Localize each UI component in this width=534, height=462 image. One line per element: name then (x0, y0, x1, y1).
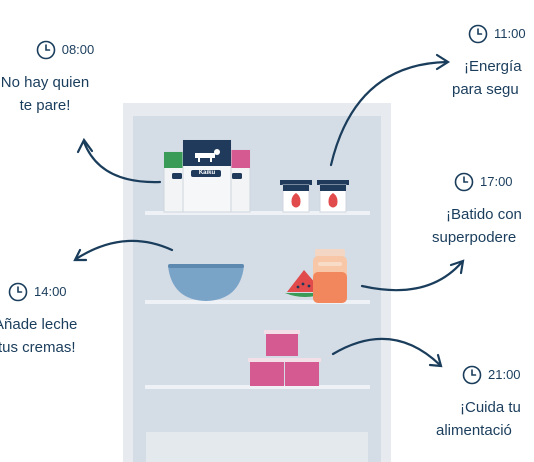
shelf-bottom (145, 385, 370, 389)
arrow-1400 (74, 239, 174, 261)
crisper-drawer (146, 432, 368, 462)
smoothie-jar (313, 249, 347, 303)
arrowhead-2100 (428, 353, 443, 368)
arrow-1100 (329, 60, 449, 167)
time-label: 08:00 (61, 42, 95, 57)
time-label: 14:00 (34, 284, 67, 299)
time-row: 08:00 (10, 38, 120, 61)
arrow-2100 (331, 337, 442, 367)
time-row: 14:00 (8, 280, 110, 303)
milk-brand-label: Kaiku (198, 170, 216, 176)
arrowhead-1100 (435, 53, 451, 71)
message-line: ¡Cuida tu (460, 399, 521, 416)
shelf-middle (145, 300, 370, 304)
arrow-0800 (82, 140, 162, 184)
arrowhead-1700 (449, 259, 465, 275)
message: Añade leche tus cremas! (0, 313, 110, 359)
message-line: ¡Batido con (446, 206, 522, 223)
callout-1700: 17:00 ¡Batido con superpodere (432, 170, 534, 249)
message: ¡Batido con superpodere (432, 203, 534, 249)
message-line: te pare! (19, 97, 71, 114)
message-line: superpodere (432, 229, 517, 246)
arrowhead-1400 (73, 248, 88, 262)
message-line: tus cremas! (0, 339, 76, 356)
arrowhead-0800 (76, 137, 94, 154)
time-row: 11:00 (468, 22, 534, 45)
arrows (73, 53, 465, 368)
callout-0800: 08:00 No hay quien te pare! (1, 38, 120, 117)
callout-1100: 11:00 ¡Energía para segu (442, 22, 534, 101)
message-line: alimentació (436, 422, 512, 439)
message-line: ¡Energía (464, 58, 522, 75)
time-row: 17:00 (454, 170, 534, 193)
message-line: No hay quien (0, 74, 90, 91)
clock-icon (468, 24, 488, 43)
time-label: 17:00 (480, 174, 513, 189)
arrow-1700 (360, 260, 464, 292)
message: ¡Cuida tu alimentació (436, 396, 534, 442)
time-row: 21:00 (462, 363, 534, 386)
milk-cartons (163, 139, 251, 213)
time-label: 21:00 (488, 367, 521, 382)
clock-icon (8, 282, 28, 301)
message: No hay quien te pare! (0, 71, 100, 117)
message: ¡Energía para segu (452, 55, 534, 101)
message-line: Añade leche (0, 316, 78, 333)
clock-icon (454, 172, 474, 191)
bowl (168, 264, 244, 301)
time-label: 11:00 (494, 26, 526, 41)
clock-icon (462, 365, 482, 384)
callout-2100: 21:00 ¡Cuida tu alimentació (436, 363, 534, 442)
message-line: para segu (452, 81, 519, 98)
callout-1400: 14:00 Añade leche tus cremas! (0, 280, 110, 359)
yogurt-cups (280, 180, 349, 213)
shelf-top (145, 211, 370, 215)
clock-icon (36, 40, 56, 59)
yogurt-stack (248, 330, 321, 386)
